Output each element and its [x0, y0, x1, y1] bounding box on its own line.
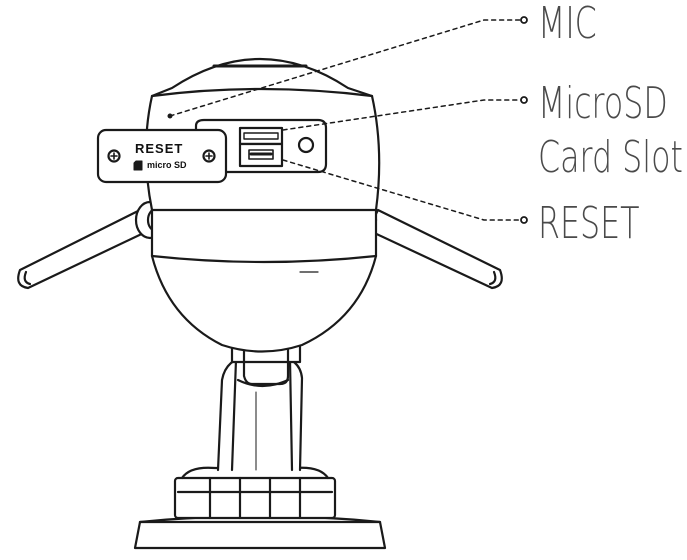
camera-stand — [216, 343, 304, 472]
slot-area — [194, 118, 328, 174]
leader-microsd — [282, 99, 525, 131]
antenna-left — [17, 200, 166, 290]
leader-lines — [169, 19, 525, 221]
sd-card-icon — [133, 160, 143, 171]
leader-dots — [167, 16, 528, 224]
slot-cover — [96, 128, 228, 184]
leader-mic — [169, 19, 525, 117]
camera-base — [133, 466, 387, 550]
label-mic: MIC — [538, 0, 597, 49]
camera-body — [144, 58, 381, 353]
leader-reset — [282, 159, 525, 221]
label-reset: RESET — [538, 198, 640, 249]
cover-reset-text: RESET — [135, 141, 184, 156]
cover-microsd-text: micro SD — [147, 160, 187, 170]
label-microsd-line2: Card Slot — [538, 132, 683, 183]
mic-hole — [297, 136, 315, 154]
label-microsd-line1: MicroSD — [538, 78, 668, 129]
